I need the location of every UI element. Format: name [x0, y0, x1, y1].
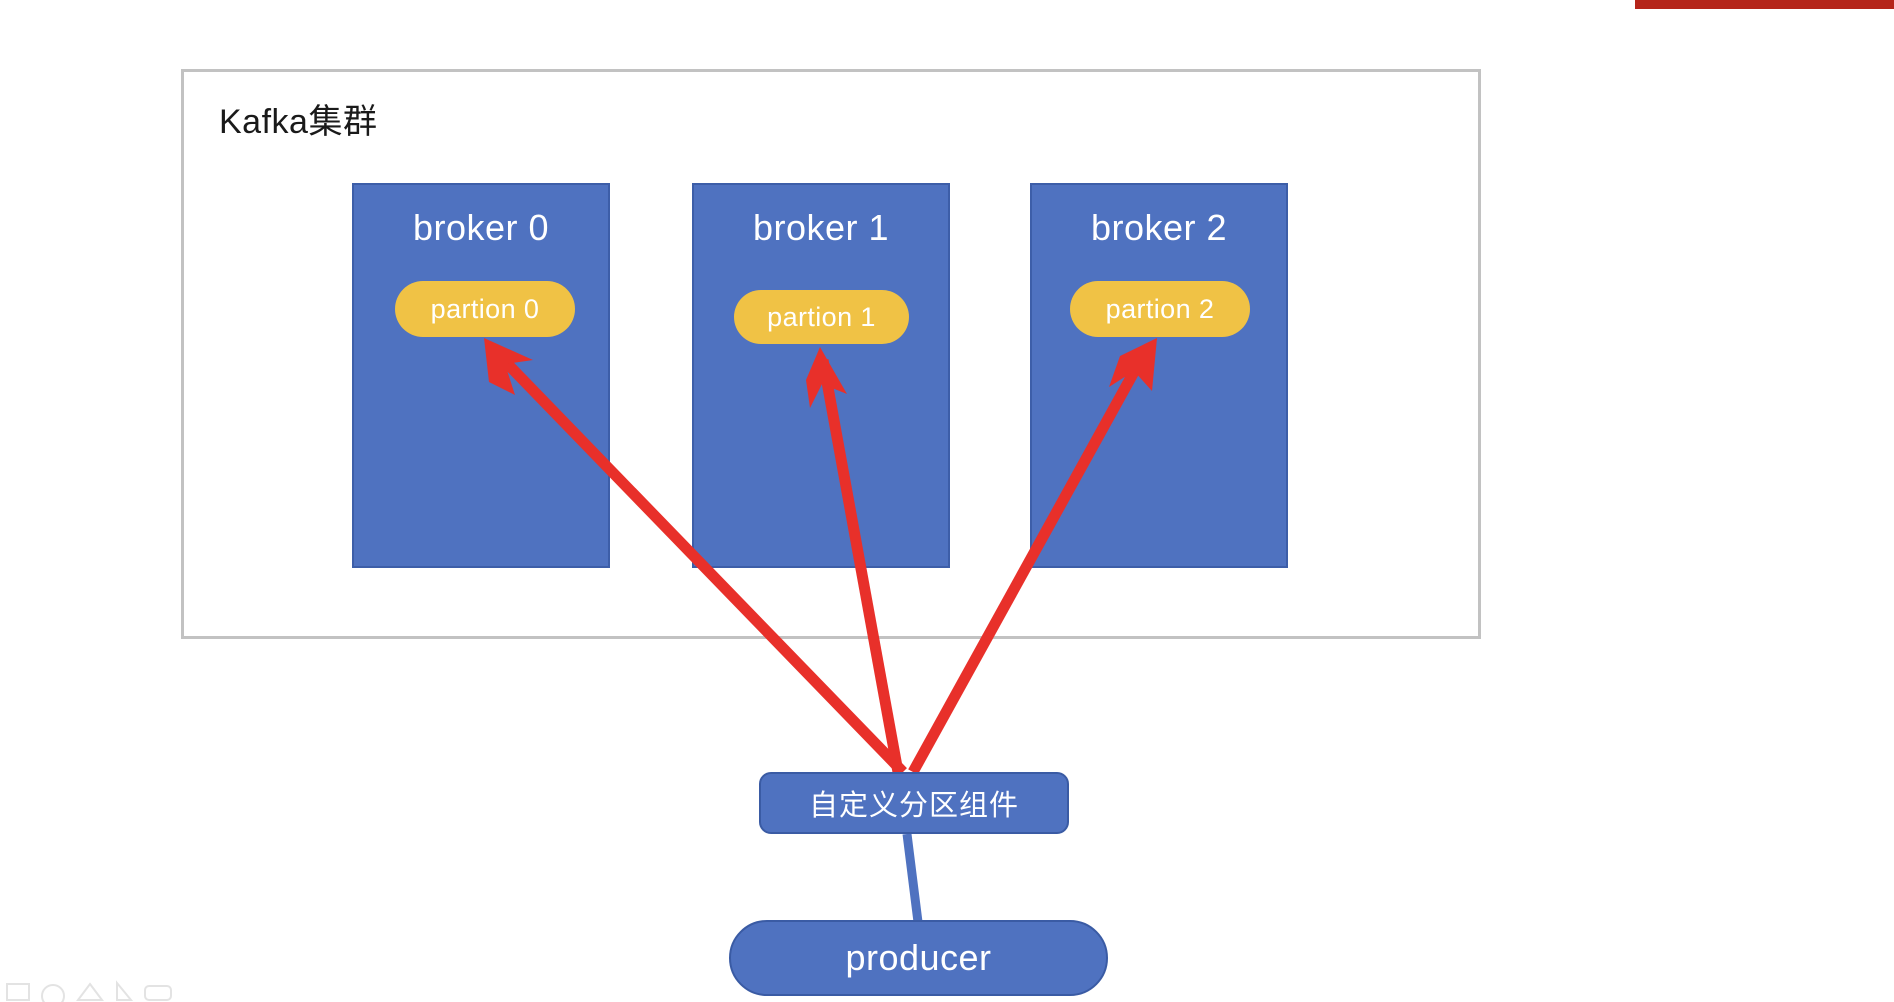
kafka-cluster-title: Kafka集群: [219, 103, 378, 141]
watermark-circle-icon: [41, 984, 65, 1002]
partition-pill-1[interactable]: partion 1: [734, 290, 909, 344]
custom-partitioner-box[interactable]: 自定义分区组件: [759, 772, 1069, 834]
broker-box-1[interactable]: broker 1: [692, 183, 950, 568]
broker-box-0[interactable]: broker 0: [352, 183, 610, 568]
watermark-arrow-icon: [116, 980, 134, 1001]
broker-label-2: broker 2: [1090, 207, 1228, 248]
edge-producer-to-partitioner: [902, 833, 923, 923]
top-accent-bar: [1635, 0, 1894, 9]
watermark-toolbar: [6, 980, 172, 1002]
producer-box[interactable]: producer: [729, 920, 1108, 996]
partition-pill-2[interactable]: partion 2: [1070, 281, 1250, 337]
broker-box-2[interactable]: broker 2: [1030, 183, 1288, 568]
broker-label-0: broker 0: [412, 207, 550, 248]
broker-label-1: broker 1: [752, 207, 890, 248]
partition-pill-0[interactable]: partion 0: [395, 281, 575, 337]
